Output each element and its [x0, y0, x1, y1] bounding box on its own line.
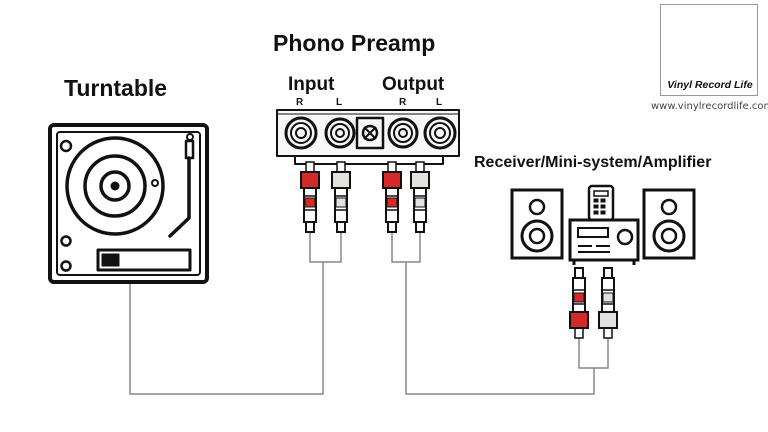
remote-icon	[587, 184, 615, 222]
rca-plug-icon	[570, 268, 588, 338]
output-label: Output	[382, 74, 445, 95]
input-left-channel-label: L	[336, 97, 343, 108]
logo: Vinyl Record Life	[660, 4, 758, 96]
website-url: www.vinylrecordlife.com	[651, 101, 768, 112]
cable-preamp-to-receiver	[391, 232, 609, 395]
rca-plug-icon	[599, 268, 617, 338]
cable-turntable-to-preamp	[129, 232, 342, 395]
rca-plug-icon	[382, 161, 402, 233]
logo-text: Vinyl Record Life	[667, 79, 753, 91]
speaker-icon	[510, 188, 564, 260]
output-left-channel-label: L	[436, 97, 443, 108]
turntable-label: Turntable	[64, 75, 168, 101]
input-label: Input	[288, 74, 335, 95]
output-right-channel-label: R	[399, 97, 407, 108]
phono-preamp-label: Phono Preamp	[273, 30, 436, 56]
rca-plug-icon	[331, 161, 351, 233]
amplifier-icon	[568, 218, 640, 265]
rca-plug-icon	[300, 161, 320, 233]
rca-plug-icon	[410, 161, 430, 233]
phono-preamp-icon	[276, 109, 460, 165]
input-right-channel-label: R	[296, 97, 304, 108]
turntable-icon	[48, 123, 209, 284]
speaker-icon	[642, 188, 696, 260]
receiver-label: Receiver/Mini-system/Amplifier	[474, 154, 712, 171]
